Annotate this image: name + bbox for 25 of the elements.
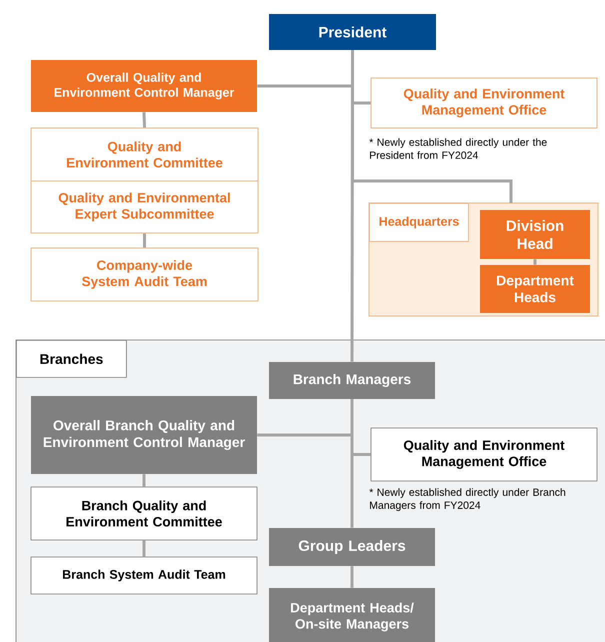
- connector-line: [142, 474, 146, 487]
- team-box: Company-wide System Audit Team: [30, 248, 258, 302]
- position-box: Group Leaders: [269, 528, 435, 566]
- office-box: Quality and Environment Management Office * Newly established directly under Branch Managers from FY2024: [369, 428, 598, 511]
- position-box: Department Heads: [480, 265, 590, 313]
- connector-line: [350, 566, 354, 588]
- connector-line: [142, 540, 146, 557]
- connector-line: [350, 50, 354, 362]
- title-box: President: [269, 14, 436, 50]
- connector-line: [143, 234, 146, 248]
- position-box: Department Heads/ On-site Managers: [269, 588, 435, 642]
- team-box: Branch System Audit Team: [30, 556, 258, 594]
- manager-box: Overall Branch Quality and Environment Control Manager: [31, 396, 257, 474]
- committee-box: Quality and Environmental Expert Subcommittee: [30, 180, 258, 234]
- position-box: Division Head: [480, 210, 590, 259]
- committee-box: Quality and Environment Committee: [30, 128, 258, 182]
- connector-line: [350, 399, 354, 528]
- footnote: * Newly established directly under the President from FY2024: [369, 138, 547, 159]
- office-box: Quality and Environment Management Office * Newly established directly under the President from FY2024: [369, 78, 598, 159]
- committee-box: Branch Quality and Environment Committee: [30, 486, 258, 540]
- manager-box: Overall Quality and Environment Control Manager: [31, 60, 257, 112]
- position-box: Branch Managers: [269, 362, 435, 399]
- connector-line: [534, 259, 536, 265]
- connector-line: [142, 112, 146, 128]
- footnote: * Newly established directly under Branch Managers from FY2024: [369, 488, 566, 511]
